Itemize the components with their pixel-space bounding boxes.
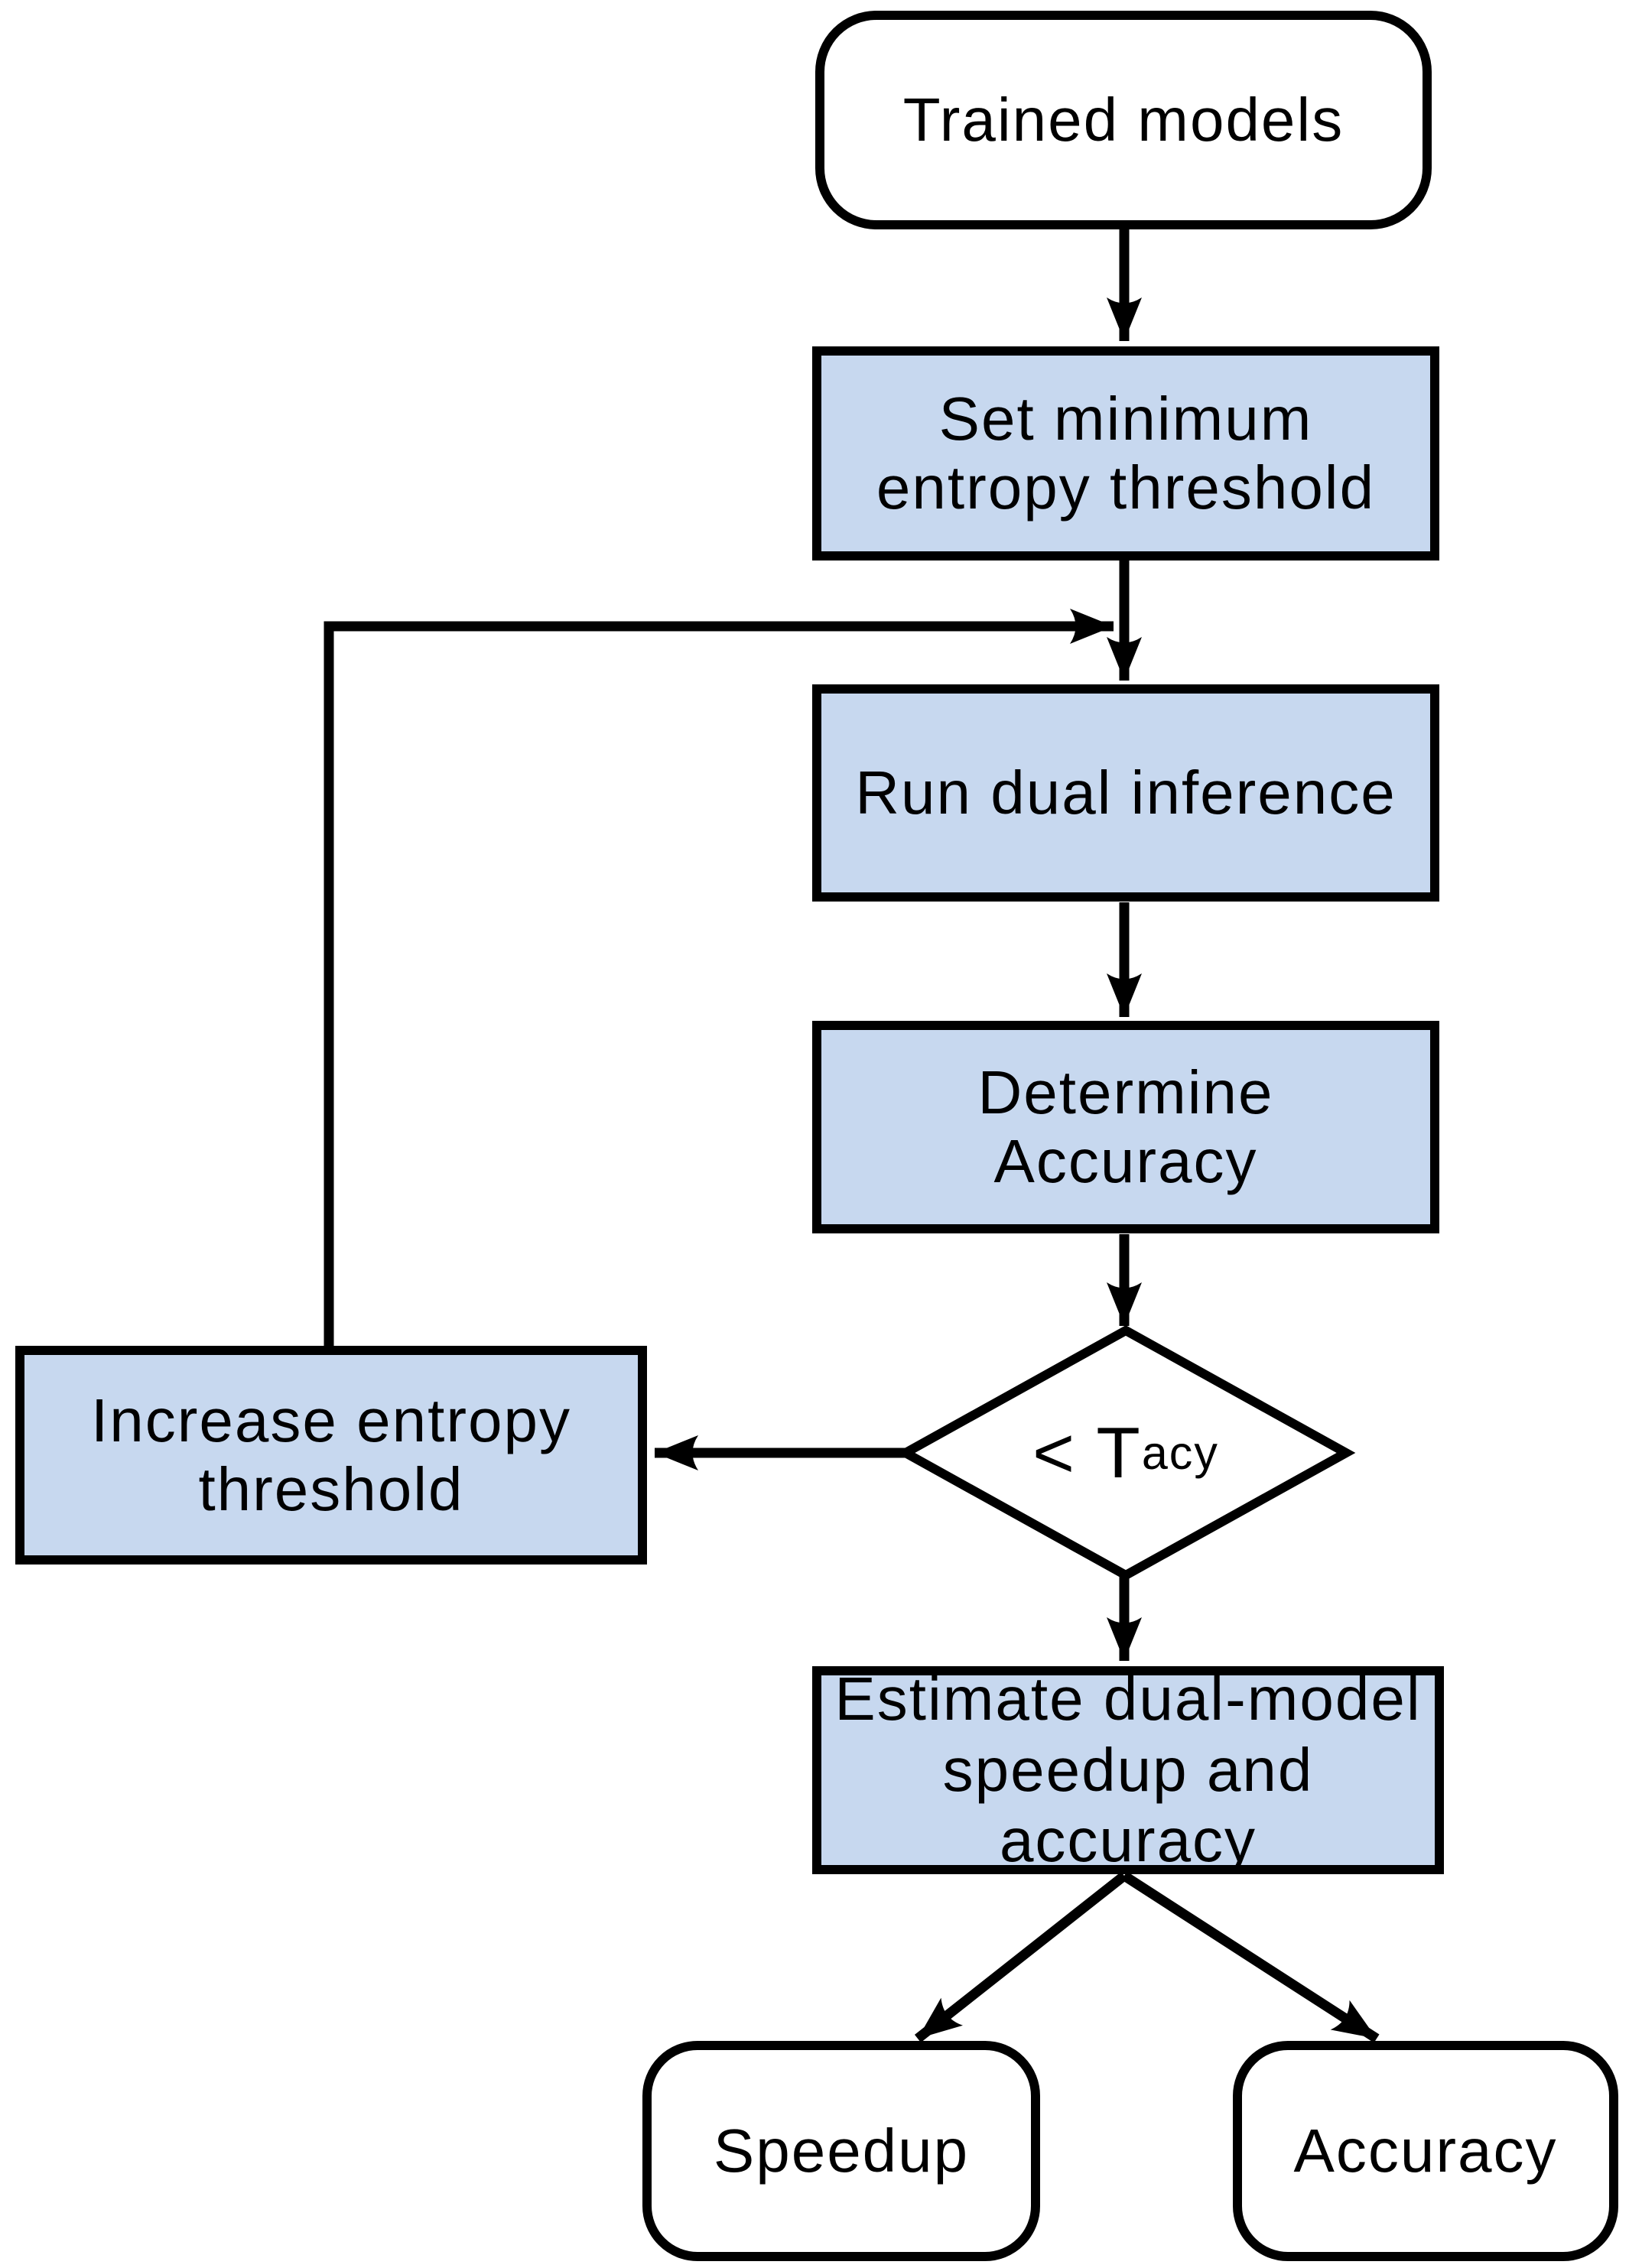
- node-label: Accuracy: [1293, 2116, 1558, 2185]
- node-label-line: threshold: [198, 1455, 464, 1523]
- node-label: Speedup: [713, 2116, 970, 2185]
- node-label-line: speedup and: [942, 1735, 1314, 1804]
- node-label-line: accuracy: [999, 1806, 1257, 1875]
- edge-estimate-to-speedup: [914, 1871, 1128, 2043]
- node-set-entropy-threshold: Set minimum entropy threshold: [812, 346, 1439, 561]
- node-label-line: entropy threshold: [876, 453, 1376, 522]
- decision-diamond: [896, 1325, 1356, 1581]
- node-label-line: Estimate dual-model: [834, 1664, 1422, 1733]
- node-accuracy-output: Accuracy: [1233, 2041, 1618, 2261]
- node-label-line: Determine: [977, 1058, 1274, 1126]
- node-label-line: Set minimum: [938, 384, 1313, 453]
- edge-loop-return: [324, 609, 1114, 1347]
- node-label: Trained models: [902, 85, 1344, 154]
- node-trained-models: Trained models: [815, 11, 1432, 229]
- node-speedup-output: Speedup: [642, 2041, 1040, 2261]
- node-label-line: Accuracy: [993, 1127, 1258, 1195]
- node-determine-accuracy: Determine Accuracy: [812, 1021, 1439, 1233]
- node-label: Run dual inference: [855, 758, 1397, 827]
- node-estimate-speedup-accuracy: Estimate dual-model speedup and accuracy: [812, 1664, 1444, 1875]
- node-label-line: Increase entropy: [91, 1386, 571, 1454]
- edge-estimate-to-accuracy: [1121, 1871, 1380, 2043]
- node-run-dual-inference: Run dual inference: [812, 684, 1439, 902]
- node-increase-entropy-threshold: Increase entropy threshold: [15, 1346, 647, 1565]
- decision-label-main: < T: [1032, 1412, 1142, 1493]
